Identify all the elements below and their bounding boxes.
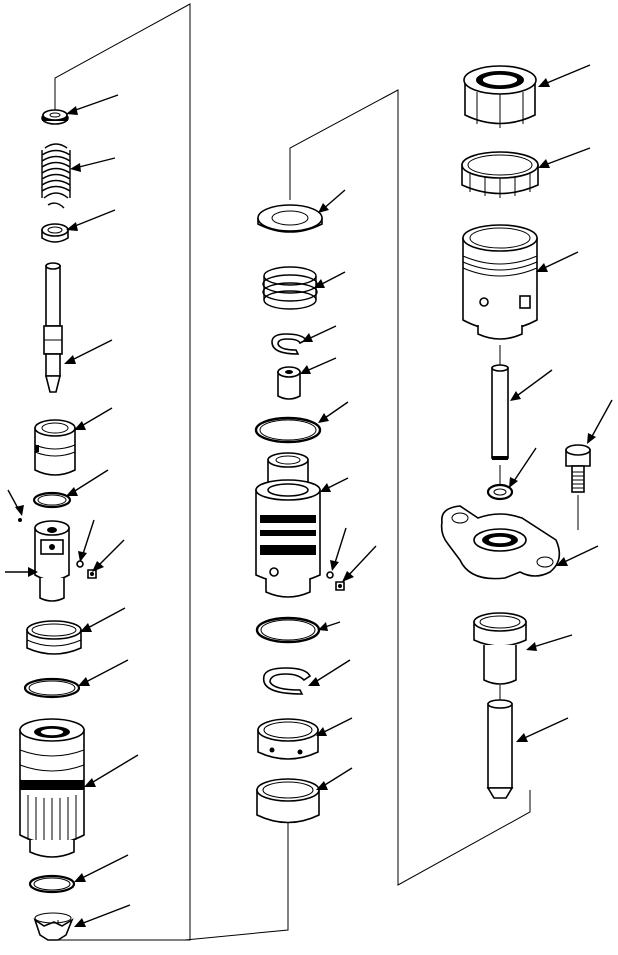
o-ring-part [254, 416, 322, 444]
callout-arrow [318, 189, 346, 213]
callout-arrow [342, 545, 377, 582]
flange-part [440, 505, 561, 580]
callout-arrow [330, 527, 347, 571]
right-guide-line [289, 89, 531, 886]
callout-arrow [66, 469, 109, 496]
callout-arrow [316, 767, 353, 790]
snap-ring-part [262, 667, 312, 695]
bushing-part [26, 620, 82, 655]
small-fittings [326, 571, 345, 591]
o-ring-part [255, 616, 321, 644]
callout-arrow [74, 904, 131, 927]
callout-arrow [538, 64, 591, 87]
center-column [254, 204, 345, 824]
o-ring-part [23, 677, 81, 699]
o-ring-part [32, 491, 72, 509]
callout-arrow [78, 519, 95, 562]
valve-body-part [34, 520, 70, 602]
washer-part [257, 204, 323, 233]
callout-arrow [66, 209, 116, 231]
callout-arrow [7, 489, 24, 516]
retainer-part [33, 912, 74, 941]
plunger-part [43, 262, 63, 393]
poppet-part [277, 366, 301, 400]
bolt-part [565, 444, 591, 493]
spring-seat-part [41, 223, 69, 243]
callout-arrow [587, 399, 613, 444]
callout-arrow [70, 157, 116, 172]
callout-arrow [74, 854, 129, 882]
callout-arrow [92, 539, 125, 572]
callout-arrow [66, 94, 119, 115]
cap-nut-part [463, 65, 537, 128]
spring-part [262, 266, 318, 310]
callout-arrow [74, 407, 113, 430]
callout-arrow [300, 357, 337, 374]
callout-arrows [5, 64, 613, 927]
rod-part [486, 699, 514, 799]
callout-arrow [516, 717, 569, 742]
callout-arrow [318, 401, 349, 423]
collar-part [257, 718, 319, 760]
callout-arrow [64, 339, 113, 364]
center-guide-line [184, 815, 289, 941]
sleeve-part [34, 419, 76, 476]
callout-arrow [316, 717, 353, 736]
callout-arrow [510, 369, 553, 401]
callout-arrow [538, 147, 591, 168]
callout-arrow [536, 251, 579, 272]
guide-part [473, 612, 527, 685]
callout-arrow [308, 659, 351, 686]
lock-nut-part [461, 151, 539, 198]
left-column [18, 109, 97, 941]
callout-arrow [318, 621, 341, 631]
spring-part [41, 143, 71, 209]
housing-part [462, 224, 538, 340]
bushing-part [256, 778, 320, 824]
callout-arrow [5, 567, 38, 577]
callout-arrow [78, 659, 129, 686]
callout-arrow [509, 447, 537, 488]
callout-arrow [320, 477, 349, 492]
callout-arrow [302, 325, 337, 342]
cartridge-body-part [19, 718, 85, 858]
ball-part [18, 518, 22, 522]
snap-ring-part [271, 333, 308, 355]
pin-part [491, 364, 509, 460]
right-column [440, 65, 591, 799]
callout-arrow [556, 545, 599, 566]
callout-arrow [80, 607, 126, 632]
washer-part [41, 109, 69, 125]
valve-cartridge-part [255, 452, 321, 598]
callout-arrow [314, 271, 346, 288]
callout-arrow [84, 754, 139, 787]
callout-arrow [526, 634, 573, 651]
o-ring-part [486, 483, 514, 501]
o-ring-part [28, 874, 76, 894]
